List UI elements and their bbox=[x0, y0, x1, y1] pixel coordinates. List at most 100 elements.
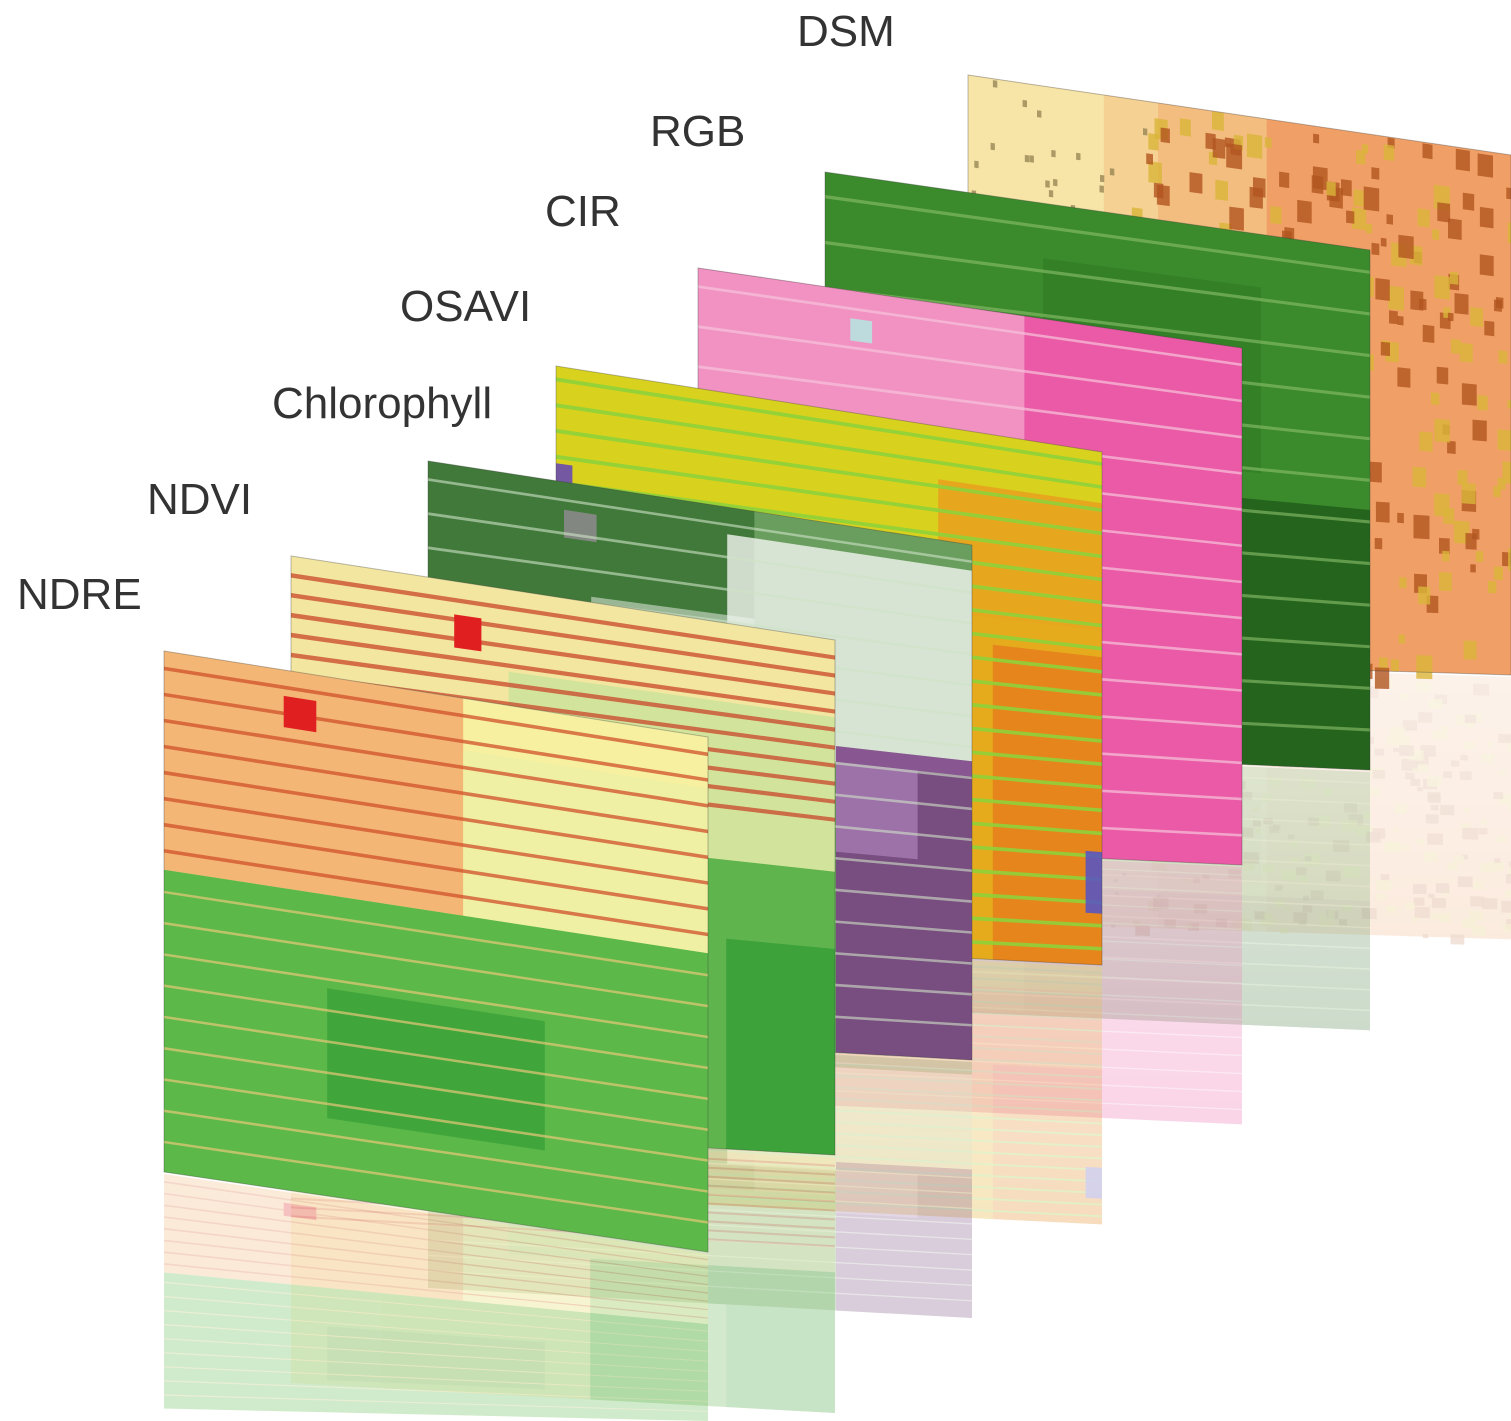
texture-patch bbox=[1455, 148, 1470, 172]
texture-patch bbox=[1508, 548, 1511, 571]
texture-patch bbox=[1439, 537, 1450, 555]
texture-patch bbox=[1398, 634, 1405, 644]
texture-patch bbox=[1375, 278, 1390, 301]
texture-patch bbox=[428, 512, 972, 594]
texture-patch bbox=[164, 822, 708, 911]
texture-patch bbox=[291, 612, 835, 696]
texture-patch bbox=[1024, 154, 1030, 163]
texture-patch bbox=[1470, 307, 1483, 327]
texture-patch bbox=[1477, 153, 1493, 178]
texture-patch bbox=[291, 593, 835, 678]
texture-patch bbox=[1389, 310, 1398, 325]
texture-patch bbox=[1048, 190, 1054, 198]
texture-patch bbox=[1397, 315, 1404, 326]
texture-patch bbox=[1205, 132, 1216, 150]
texture-patch bbox=[1477, 395, 1488, 411]
texture-patch bbox=[1386, 214, 1393, 225]
texture-patch bbox=[1397, 512, 1404, 524]
texture-patch bbox=[1374, 667, 1390, 689]
texture-patch bbox=[164, 651, 464, 916]
texture-patch bbox=[1472, 419, 1487, 442]
texture-patch bbox=[1436, 366, 1449, 385]
texture-patch bbox=[1448, 218, 1462, 240]
texture-patch bbox=[291, 672, 835, 750]
texture-patch bbox=[164, 984, 708, 1070]
texture-patch bbox=[1416, 655, 1433, 680]
texture-patch bbox=[974, 160, 979, 169]
texture-patch bbox=[1346, 210, 1355, 224]
texture-patch bbox=[428, 478, 972, 563]
texture-patch bbox=[992, 80, 998, 88]
texture-patch bbox=[556, 428, 1102, 512]
texture-patch bbox=[825, 195, 1370, 274]
texture-patch bbox=[1391, 659, 1399, 672]
texture-patch bbox=[1484, 320, 1495, 337]
texture-patch bbox=[164, 1140, 708, 1224]
texture-patch bbox=[1326, 181, 1336, 197]
label-osavi: OSAVI bbox=[400, 282, 532, 331]
texture-patch bbox=[1380, 341, 1390, 357]
texture-patch bbox=[1037, 110, 1042, 118]
texture-patch bbox=[556, 480, 1102, 559]
texture-patch bbox=[1434, 275, 1450, 300]
texture-patch bbox=[1457, 470, 1468, 486]
texture-patch bbox=[1493, 566, 1503, 581]
texture-patch bbox=[1351, 207, 1367, 231]
texture-patch bbox=[164, 849, 708, 937]
texture-patch bbox=[1153, 182, 1164, 199]
texture-patch bbox=[1497, 429, 1511, 451]
label-rgb: RGB bbox=[650, 107, 746, 156]
texture-patch bbox=[1507, 222, 1511, 244]
texture-patch bbox=[1449, 271, 1459, 285]
label-chlorophyll: Chlorophyll bbox=[272, 379, 493, 428]
texture-patch bbox=[1419, 298, 1427, 311]
texture-patch bbox=[1363, 186, 1380, 212]
texture-patch bbox=[1341, 179, 1352, 197]
texture-patch bbox=[1439, 572, 1452, 592]
texture-patch bbox=[1371, 242, 1380, 256]
texture-patch bbox=[1085, 850, 1102, 914]
texture-patch bbox=[1356, 149, 1366, 165]
texture-patch bbox=[1422, 143, 1433, 160]
texture-patch bbox=[1375, 501, 1390, 523]
texture-patch bbox=[1100, 174, 1105, 183]
texture-patch bbox=[164, 1078, 708, 1162]
texture-patch bbox=[164, 744, 708, 834]
texture-patch bbox=[1417, 208, 1430, 228]
texture-patch bbox=[1437, 202, 1451, 223]
texture-patch bbox=[825, 286, 1370, 358]
texture-patch bbox=[1453, 520, 1470, 544]
texture-patch bbox=[1189, 172, 1203, 194]
texture-patch bbox=[1463, 640, 1477, 660]
texture-patch bbox=[1470, 564, 1476, 573]
texture-patch bbox=[1160, 127, 1170, 144]
texture-patch bbox=[164, 1015, 708, 1101]
texture-patch bbox=[1461, 482, 1476, 505]
texture-patch bbox=[1493, 486, 1501, 498]
texture-patch bbox=[698, 365, 1242, 439]
texture-patch bbox=[1506, 187, 1511, 200]
texture-patch bbox=[1051, 150, 1056, 158]
layer-panels bbox=[163, 74, 1511, 1253]
texture-patch bbox=[164, 770, 708, 860]
texture-patch bbox=[1109, 168, 1115, 176]
texture-patch bbox=[1459, 342, 1473, 363]
texture-patch bbox=[1461, 383, 1477, 406]
texture-patch bbox=[1212, 137, 1226, 159]
texture-patch bbox=[291, 632, 835, 714]
texture-patch bbox=[1422, 324, 1435, 343]
texture-patch bbox=[1475, 551, 1484, 562]
texture-patch bbox=[1434, 418, 1450, 443]
texture-patch bbox=[1353, 189, 1365, 208]
texture-patch bbox=[164, 796, 708, 885]
texture-patch bbox=[1311, 175, 1324, 195]
texture-patch bbox=[1143, 128, 1148, 136]
texture-patch bbox=[291, 573, 835, 660]
texture-patch bbox=[1029, 155, 1034, 163]
texture-patch bbox=[698, 325, 1242, 403]
texture-patch bbox=[1146, 153, 1153, 165]
texture-patch bbox=[1451, 338, 1461, 354]
texture-patch bbox=[1479, 206, 1494, 229]
texture-patch bbox=[164, 921, 708, 1008]
